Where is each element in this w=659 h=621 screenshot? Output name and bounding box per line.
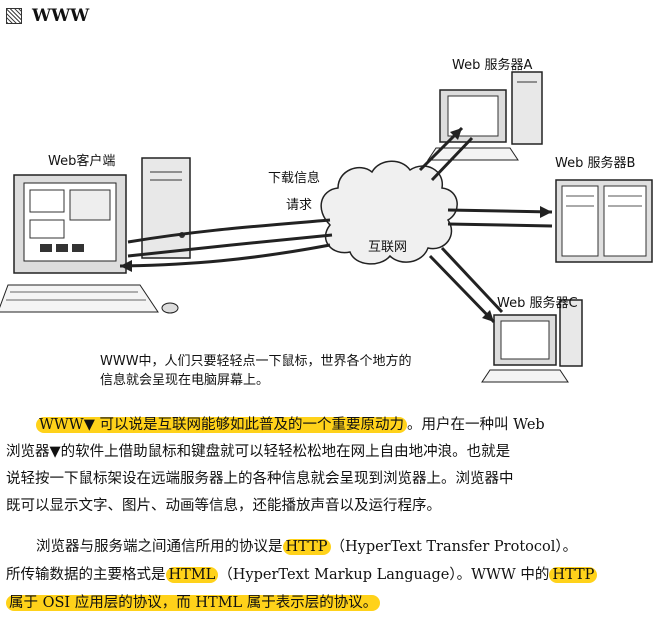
arrow-cloud-to-server-b [448, 210, 552, 212]
square-bullet-icon [6, 8, 22, 24]
server-b-label: Web 服务器B [555, 152, 635, 171]
body-text: （HyperText Markup Language）。WWW 中的 [218, 567, 549, 583]
download-label: 下载信息 [268, 167, 320, 186]
body-text: （HyperText Transfer Protocol）。 [331, 539, 578, 555]
body-line-2: 浏览器▼的软件上借助鼠标和键盘就可以轻轻松松地在网上自由地冲浪。也就是 [6, 439, 656, 467]
body-line-1: WWW▼ 可以说是互联网能够如此普及的一个重要原动力。用户在一种叫 Web [6, 412, 656, 440]
highlight-http-2: HTTP [549, 567, 597, 583]
server-c-label: Web 服务器C [497, 292, 578, 311]
figure-caption: WWW中，人们只要轻轻点一下鼠标，世界各个地方的 信息就会呈现在电脑屏幕上。 [100, 352, 440, 390]
body-line-7: 属于 OSI 应用层的协议，而 HTML 属于表示层的协议。 [6, 590, 656, 618]
highlight-osi: 属于 OSI 应用层的协议，而 HTML 属于表示层的协议。 [6, 595, 380, 611]
www-diagram [0, 30, 659, 405]
arrow-cloud-to-server-b-2 [448, 224, 552, 226]
arrow-cloud-to-server-c [430, 256, 494, 322]
highlight-www: WWW▼ 可以说是互联网能够如此普及的一个重要原动力 [36, 417, 407, 433]
client-label: Web客户端 [48, 150, 115, 169]
body-text: 浏览器与服务端之间通信所用的协议是 [36, 539, 283, 555]
body-line-3: 说轻按一下鼠标架设在远端服务器上的各种信息就会呈现到浏览器上。浏览器中 [6, 466, 656, 494]
section-title-text: WWW [32, 6, 89, 26]
highlight-html: HTML [166, 567, 219, 583]
body-text: 所传输数据的主要格式是 [6, 567, 166, 583]
server-a-label: Web 服务器A [452, 54, 532, 73]
section-title: WWW [6, 6, 89, 26]
internet-label: 互联网 [368, 236, 407, 255]
server-b-icon [556, 180, 652, 262]
caption-line-2: 信息就会呈现在电脑屏幕上。 [100, 371, 440, 390]
highlight-http: HTTP [283, 539, 331, 555]
server-c-icon [482, 300, 582, 382]
body-line-4: 既可以显示文字、图片、动画等信息，还能播放声音以及运行程序。 [6, 493, 656, 521]
caption-line-1: WWW中，人们只要轻轻点一下鼠标，世界各个地方的 [100, 352, 440, 371]
request-label: 请求 [286, 194, 312, 213]
body-text: 。用户在一种叫 Web [407, 417, 545, 433]
arrow-cloud-to-server-c-2 [442, 248, 502, 312]
